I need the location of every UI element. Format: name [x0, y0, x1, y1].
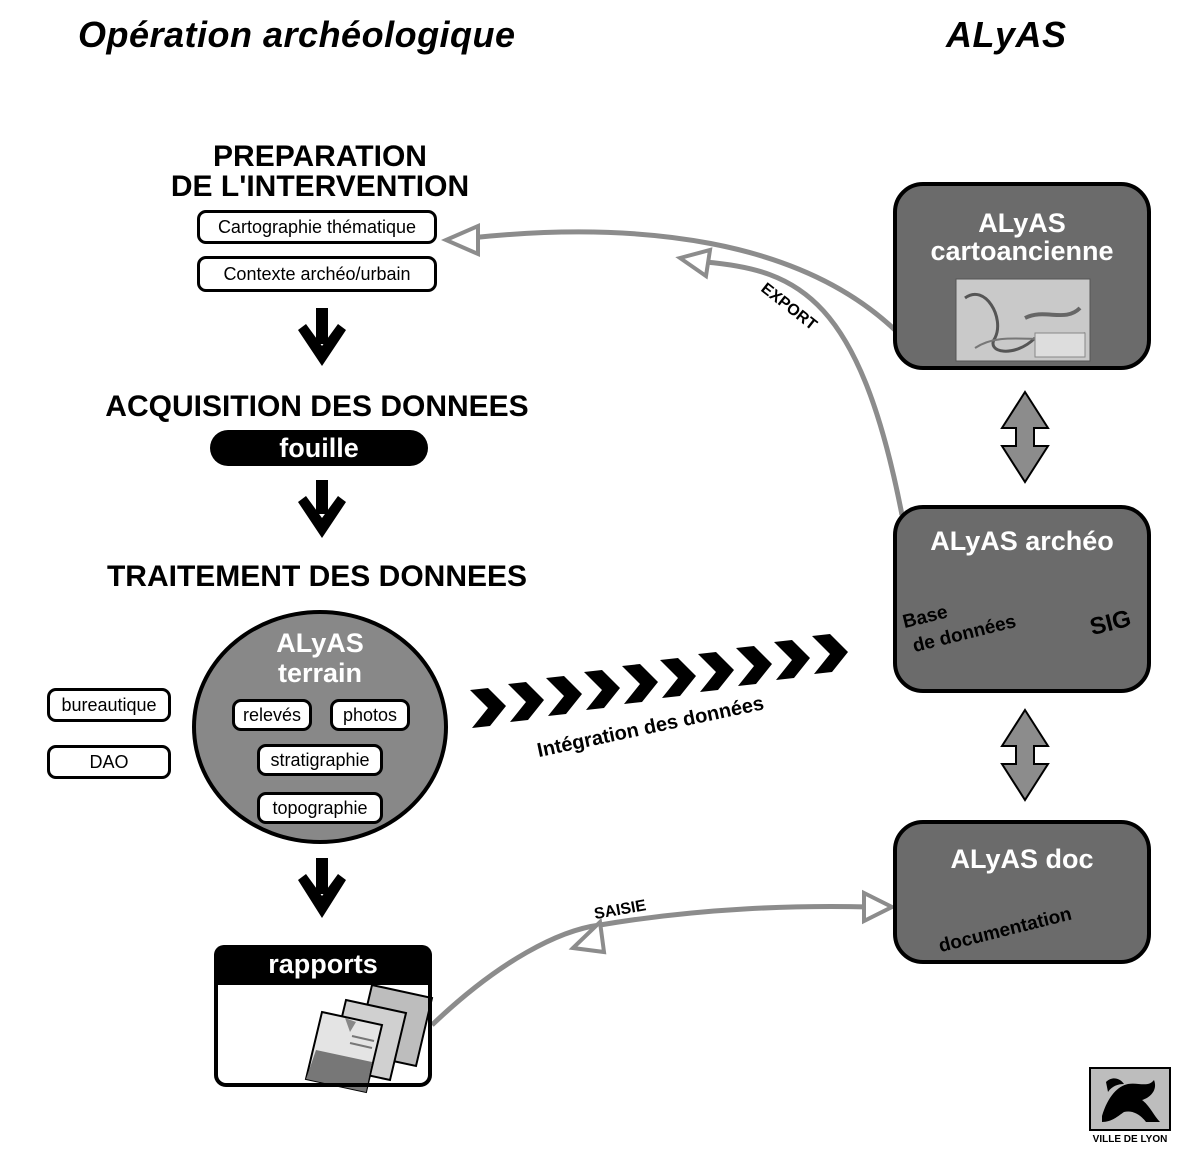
down-arrow-1: [298, 308, 346, 366]
report-documents-icon: [304, 983, 434, 1094]
left-column-title: Opération archéologique: [78, 14, 516, 55]
cartoancienne-title-line1: ALyAS: [978, 208, 1066, 238]
alyas-doc-box: [893, 820, 1151, 964]
down-arrow-2: [298, 480, 346, 538]
export-arrowhead: [675, 247, 713, 280]
cartographie-thematique-box: Cartographie thématique: [197, 210, 437, 244]
saisie-curve: [430, 903, 871, 1027]
old-map-image: [955, 278, 1091, 362]
export-curve: [704, 259, 905, 516]
topographie-box: topographie: [257, 792, 383, 824]
down-arrow-3: [298, 858, 346, 918]
traitement-title: TRAITEMENT DES DONNEES: [106, 560, 528, 593]
preparation-title-line1: PREPARATION: [213, 140, 427, 173]
integration-chevrons: [470, 634, 848, 728]
releves-box: relevés: [232, 699, 312, 731]
stratigraphie-box: stratigraphie: [257, 744, 383, 776]
right-column-title: ALyAS: [946, 14, 1067, 55]
saisie-arrowhead-mid: [568, 917, 607, 955]
fouille-label: fouille: [210, 430, 428, 466]
ville-de-lyon-logo: [1089, 1067, 1171, 1131]
carto-curve: [469, 229, 897, 332]
logo-caption: VILLE DE LYON: [1092, 1134, 1168, 1145]
alyas-archeo-box: [893, 505, 1151, 693]
alyas-terrain-title-line1: ALyAS: [276, 628, 364, 658]
preparation-title-line2: DE L'INTERVENTION: [170, 170, 470, 203]
contexte-archeo-urbain-box: Contexte archéo/urbain: [197, 256, 437, 292]
cartoancienne-title-line2: cartoancienne: [930, 236, 1114, 266]
rapports-label: rapports: [214, 945, 432, 985]
bureautique-box: bureautique: [47, 688, 171, 722]
carto-arrowhead: [441, 222, 480, 258]
archeo-title: ALyAS archéo: [930, 526, 1114, 556]
dao-box: DAO: [47, 745, 171, 779]
doc-title: ALyAS doc: [950, 844, 1094, 874]
acquisition-title: ACQUISITION DES DONNEES: [105, 390, 529, 423]
double-arrow-archeo-doc: [1000, 708, 1050, 802]
saisie-arrowhead-end: [862, 889, 897, 925]
photos-box: photos: [330, 699, 410, 731]
alyas-terrain-title-line2: terrain: [277, 658, 363, 688]
double-arrow-carto-archeo: [1000, 390, 1050, 484]
